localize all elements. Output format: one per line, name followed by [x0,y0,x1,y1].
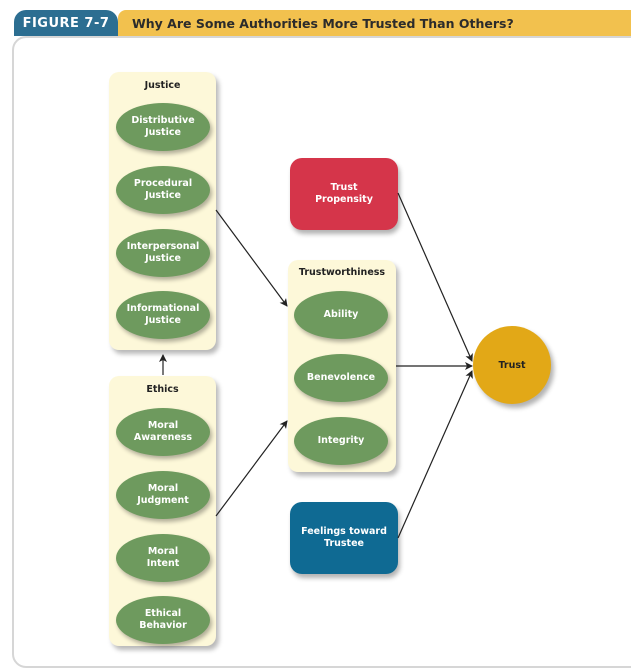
ability-node: Ability [294,291,388,339]
justice-title: Justice [144,80,181,91]
integrity-node: Integrity [294,417,388,465]
benevolence-node: Benevolence [294,354,388,402]
justice-panel: Justice Distributive Justice Procedural … [109,72,216,350]
moral-awareness-node: Moral Awareness [116,408,210,456]
feelings-toward-trustee-node: Feelings toward Trustee [290,502,398,574]
trustworthiness-title: Trustworthiness [298,267,386,278]
trustworthiness-panel: Trustworthiness Ability Benevolence Inte… [288,260,396,472]
informational-justice-node: Informational Justice [116,291,210,339]
trust-propensity-node: Trust Propensity [290,158,398,230]
ethics-title: Ethics [146,384,179,395]
distributive-justice-node: Distributive Justice [116,103,210,151]
interpersonal-justice-node: Interpersonal Justice [116,229,210,277]
ethical-behavior-node: Ethical Behavior [116,596,210,644]
figure-label: FIGURE 7-7 [14,10,118,36]
moral-intent-node: Moral Intent [116,534,210,582]
trust-node: Trust [473,326,551,404]
figure-title: Why Are Some Authorities More Trusted Th… [118,10,631,36]
moral-judgment-node: Moral Judgment [116,471,210,519]
procedural-justice-node: Procedural Justice [116,166,210,214]
ethics-panel: Ethics Moral Awareness Moral Judgment Mo… [109,376,216,646]
